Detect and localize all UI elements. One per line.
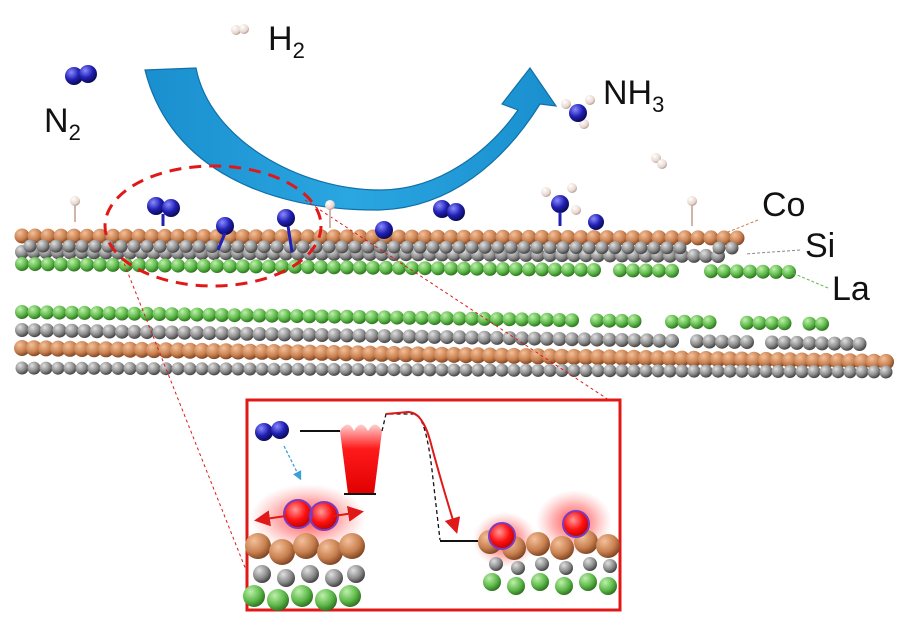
si-row-mid — [15, 323, 867, 351]
si-layer-label: Si — [805, 227, 835, 265]
adsorbates — [70, 183, 697, 253]
n2-label: N2 — [44, 102, 81, 145]
si-row-bottom — [15, 361, 893, 379]
la-row-top — [15, 257, 796, 279]
co-layer-label: Co — [762, 186, 805, 224]
inset-right-surface — [473, 490, 620, 595]
inset-panel — [243, 398, 622, 612]
co-leader-line — [727, 219, 759, 233]
si-leader-line — [744, 249, 801, 255]
zoom-line-left — [121, 257, 247, 571]
nh3-label: NH3 — [603, 74, 664, 117]
n2-molecule-free — [65, 65, 97, 85]
h2-molecule-free — [231, 24, 249, 35]
energy-profile-icon — [255, 410, 478, 542]
nh3-molecule-free — [561, 95, 595, 129]
la-row-mid — [15, 305, 829, 331]
inset-left-surface — [243, 484, 366, 611]
highlight-ellipse — [103, 164, 323, 288]
reaction-curved-arrow-icon — [144, 66, 558, 211]
co-row-bottom — [14, 340, 894, 370]
la-layer-label: La — [832, 270, 870, 308]
h2-label: H2 — [268, 20, 305, 63]
la-leader-line — [789, 271, 829, 289]
si-row-top — [23, 239, 739, 255]
zoom-line-right — [304, 199, 613, 403]
h2-molecule-free-2 — [651, 153, 667, 169]
crystal-layers — [14, 228, 894, 379]
